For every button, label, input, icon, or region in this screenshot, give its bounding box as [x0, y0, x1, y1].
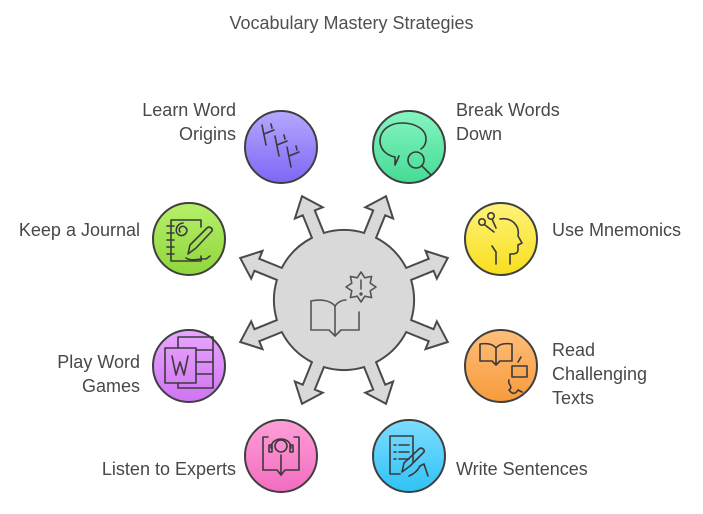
label-line: Down: [456, 124, 503, 144]
label-line: Read: [552, 340, 596, 360]
strategy-circle: [372, 110, 446, 184]
label-play-word-games: Play Word Games: [57, 350, 140, 398]
label-line: Play Word: [57, 352, 140, 372]
strategy-circle: [464, 329, 538, 403]
strategy-node-break-words-down: [372, 110, 446, 184]
strategy-circle: [152, 329, 226, 403]
strategy-circle: [464, 202, 538, 276]
label-learn-word-origins: Learn Word Origins: [142, 98, 236, 146]
strategy-node-listen-to-experts: [244, 419, 318, 493]
label-line: Listen to Experts: [101, 459, 236, 479]
label-line: Keep a Journal: [18, 220, 140, 240]
label-listen-to-experts: Listen to Experts: [102, 457, 236, 481]
strategy-node-learn-word-origins: [244, 110, 318, 184]
book-with-alert-badge-icon: [310, 271, 377, 337]
label-line: Texts: [552, 388, 595, 408]
strategy-circle: [152, 202, 226, 276]
book-headphones-icon: [262, 436, 300, 476]
label-line: Games: [81, 376, 140, 396]
strategy-node-write-sentences: [372, 419, 446, 493]
strategy-circle: [372, 419, 446, 493]
label-line: Learn Word: [142, 100, 236, 120]
speech-bubble-magnifier-icon: [379, 122, 432, 176]
label-use-mnemonics: Use Mnemonics: [552, 218, 681, 242]
label-line: Challenging: [552, 364, 648, 384]
strategy-node-play-word-games: [152, 329, 226, 403]
strategy-circle: [244, 110, 318, 184]
label-line: Use Mnemonics: [552, 220, 682, 240]
journal-pen-icon: [166, 219, 213, 262]
label-keep-a-journal: Keep a Journal: [19, 218, 140, 242]
label-read-challenging-texts: Read Challenging Texts: [552, 338, 647, 410]
label-line: Break Words: [456, 100, 560, 120]
label-line: Write Sentences: [456, 459, 588, 479]
central-hub: [238, 194, 450, 406]
strategy-node-keep-a-journal: [152, 202, 226, 276]
book-thinking-head-icon: [479, 342, 528, 395]
document-writing-hand-icon: [389, 435, 429, 477]
strategy-node-read-challenging-texts: [464, 329, 538, 403]
label-write-sentences: Write Sentences: [456, 457, 588, 481]
word-document-icon: [164, 336, 214, 389]
head-memory-pins-icon: [477, 212, 523, 265]
label-break-words-down: Break Words Down: [456, 98, 560, 146]
japanese-characters-icon: [261, 123, 300, 168]
strategy-node-use-mnemonics: [464, 202, 538, 276]
label-line: Origins: [178, 124, 236, 144]
diagram-title: Vocabulary Mastery Strategies: [229, 13, 474, 33]
